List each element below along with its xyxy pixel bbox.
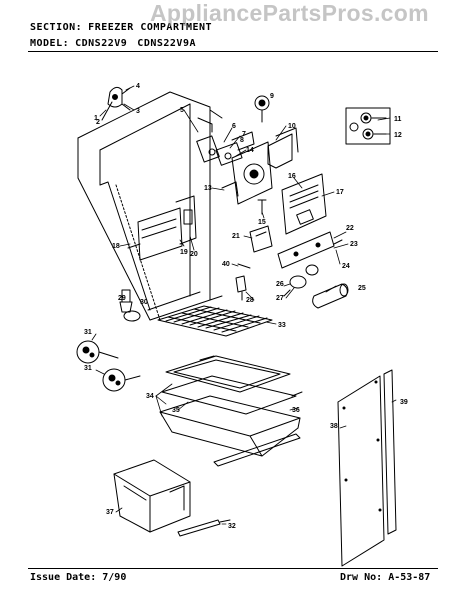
callout-17: 17 xyxy=(336,189,344,196)
callout-39: 39 xyxy=(400,399,408,406)
callout-20: 20 xyxy=(190,251,198,258)
callout-labels: 1 2 3 4 5 6 7 8 9 10 11 12 13 14 15 16 1… xyxy=(84,83,408,530)
issue-date: Issue Date: 7/90 xyxy=(30,572,126,583)
issue-date-label: Issue Date: xyxy=(30,572,97,583)
callout-11: 11 xyxy=(394,116,402,123)
callout-34: 34 xyxy=(146,393,154,400)
header-divider xyxy=(28,51,438,52)
part-wire-shelf xyxy=(157,305,273,337)
footer-divider xyxy=(28,568,438,569)
drawing-number: Drw No: A-53-87 xyxy=(340,572,430,583)
callout-14: 14 xyxy=(246,147,254,154)
section-header: SECTION: FREEZER COMPARTMENT xyxy=(30,22,222,33)
callout-31b: 31 xyxy=(84,365,92,372)
callout-19: 19 xyxy=(180,249,188,256)
part-relay-box xyxy=(249,225,273,253)
callout-23: 23 xyxy=(350,241,358,248)
part-heater-cylinder xyxy=(312,283,349,309)
part-thermostat xyxy=(235,263,251,301)
drawing-number-value: A-53-87 xyxy=(388,572,431,583)
part-ice-tray-assembly xyxy=(127,195,197,261)
part-fan-shroud xyxy=(221,141,273,205)
part-rear-panel xyxy=(337,375,385,567)
model-label: MODEL: xyxy=(30,38,70,49)
model-number-1: CDNS22V9 xyxy=(75,38,128,49)
callout-40: 40 xyxy=(222,261,230,268)
callout-24: 24 xyxy=(342,263,350,270)
callout-7: 7 xyxy=(242,131,246,138)
issue-date-value: 7/90 xyxy=(102,572,127,583)
callout-35: 35 xyxy=(172,407,180,414)
model-number-2: CDNS22V9A xyxy=(137,38,196,49)
callout-38: 38 xyxy=(330,423,338,430)
callout-26: 26 xyxy=(276,281,284,288)
freezer-liner xyxy=(77,91,223,321)
part-inset-11-12 xyxy=(345,107,391,145)
part-fan-motor xyxy=(283,264,319,297)
callout-9: 9 xyxy=(270,93,274,100)
part-roller-inset xyxy=(76,340,141,392)
callout-37: 37 xyxy=(106,509,114,516)
part-duct-cover xyxy=(281,173,327,235)
part-ice-bin xyxy=(113,459,191,533)
part-knob-set xyxy=(254,95,270,123)
callout-3: 3 xyxy=(136,108,140,115)
callout-6: 6 xyxy=(232,123,236,130)
callout-5: 5 xyxy=(180,107,184,114)
callout-31a: 31 xyxy=(84,329,92,336)
callout-13: 13 xyxy=(204,185,212,192)
callout-30: 30 xyxy=(140,299,148,306)
callout-33: 33 xyxy=(278,322,286,329)
callout-2: 2 xyxy=(96,119,100,126)
part-bin-rail xyxy=(177,519,231,537)
callout-25: 25 xyxy=(358,285,366,292)
leader-lines xyxy=(91,85,397,525)
callout-10: 10 xyxy=(288,123,296,130)
part-bracket-10 xyxy=(267,127,299,169)
callout-4: 4 xyxy=(136,83,140,90)
callout-1: 1 xyxy=(94,115,98,122)
callout-28: 28 xyxy=(246,297,254,304)
callout-22: 22 xyxy=(346,225,354,232)
section-label: SECTION: xyxy=(30,22,83,33)
part-damper-control xyxy=(196,117,255,166)
callout-21: 21 xyxy=(232,233,240,240)
watermark-logo: AppliancePartsPros.com xyxy=(150,0,429,26)
part-shelf-stack xyxy=(159,355,303,467)
callout-32: 32 xyxy=(228,523,236,530)
drawing-number-label: Drw No: xyxy=(340,572,383,583)
model-header: MODEL: CDNS22V9 CDNS22V9A xyxy=(30,38,206,49)
callout-36: 36 xyxy=(292,407,300,414)
callout-18: 18 xyxy=(112,243,120,250)
section-value: FREEZER COMPARTMENT xyxy=(88,22,213,33)
part-light-bulb xyxy=(119,289,141,322)
callout-27: 27 xyxy=(276,295,284,302)
part-trim-strip xyxy=(383,369,397,535)
callout-15: 15 xyxy=(258,219,266,226)
callout-8: 8 xyxy=(240,137,244,144)
part-evaporator-bracket xyxy=(277,231,343,269)
callout-29: 29 xyxy=(118,295,126,302)
callout-12: 12 xyxy=(394,132,402,139)
callout-16: 16 xyxy=(288,173,296,180)
part-cam-bracket xyxy=(101,86,131,121)
